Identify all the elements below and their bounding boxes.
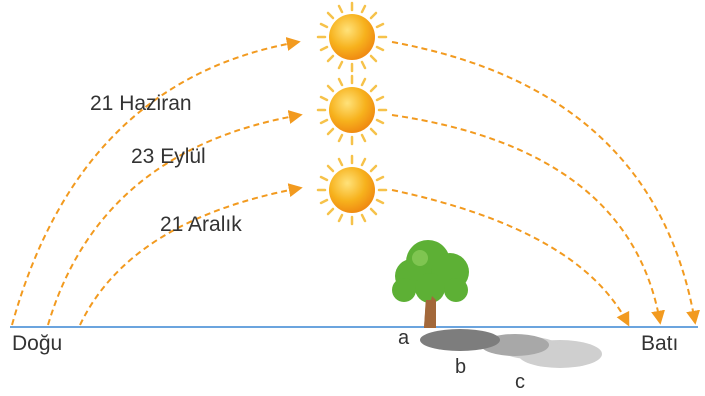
label-shadow-a: a (398, 327, 410, 349)
label-east: Doğu (12, 332, 62, 355)
label-23-eylul: 23 Eylül (131, 145, 206, 168)
label-west: Batı (641, 332, 678, 355)
label-shadow-c: c (515, 371, 525, 393)
label-21-haziran: 21 Haziran (90, 92, 192, 115)
sun-icon (316, 1, 388, 73)
path-21-aralik-set (391, 189, 630, 327)
path-23-eylul-set (391, 114, 665, 325)
label-21-aralik: 21 Aralık (160, 213, 242, 236)
label-shadow-b: b (455, 356, 466, 378)
tree-icon (392, 240, 469, 328)
shadow-a (420, 329, 500, 351)
path-23-eylul-rise (47, 110, 303, 326)
sun-icon (316, 74, 388, 146)
path-21-haziran-set (391, 41, 700, 325)
sun-icon (316, 154, 388, 226)
path-21-haziran-rise (11, 37, 301, 326)
